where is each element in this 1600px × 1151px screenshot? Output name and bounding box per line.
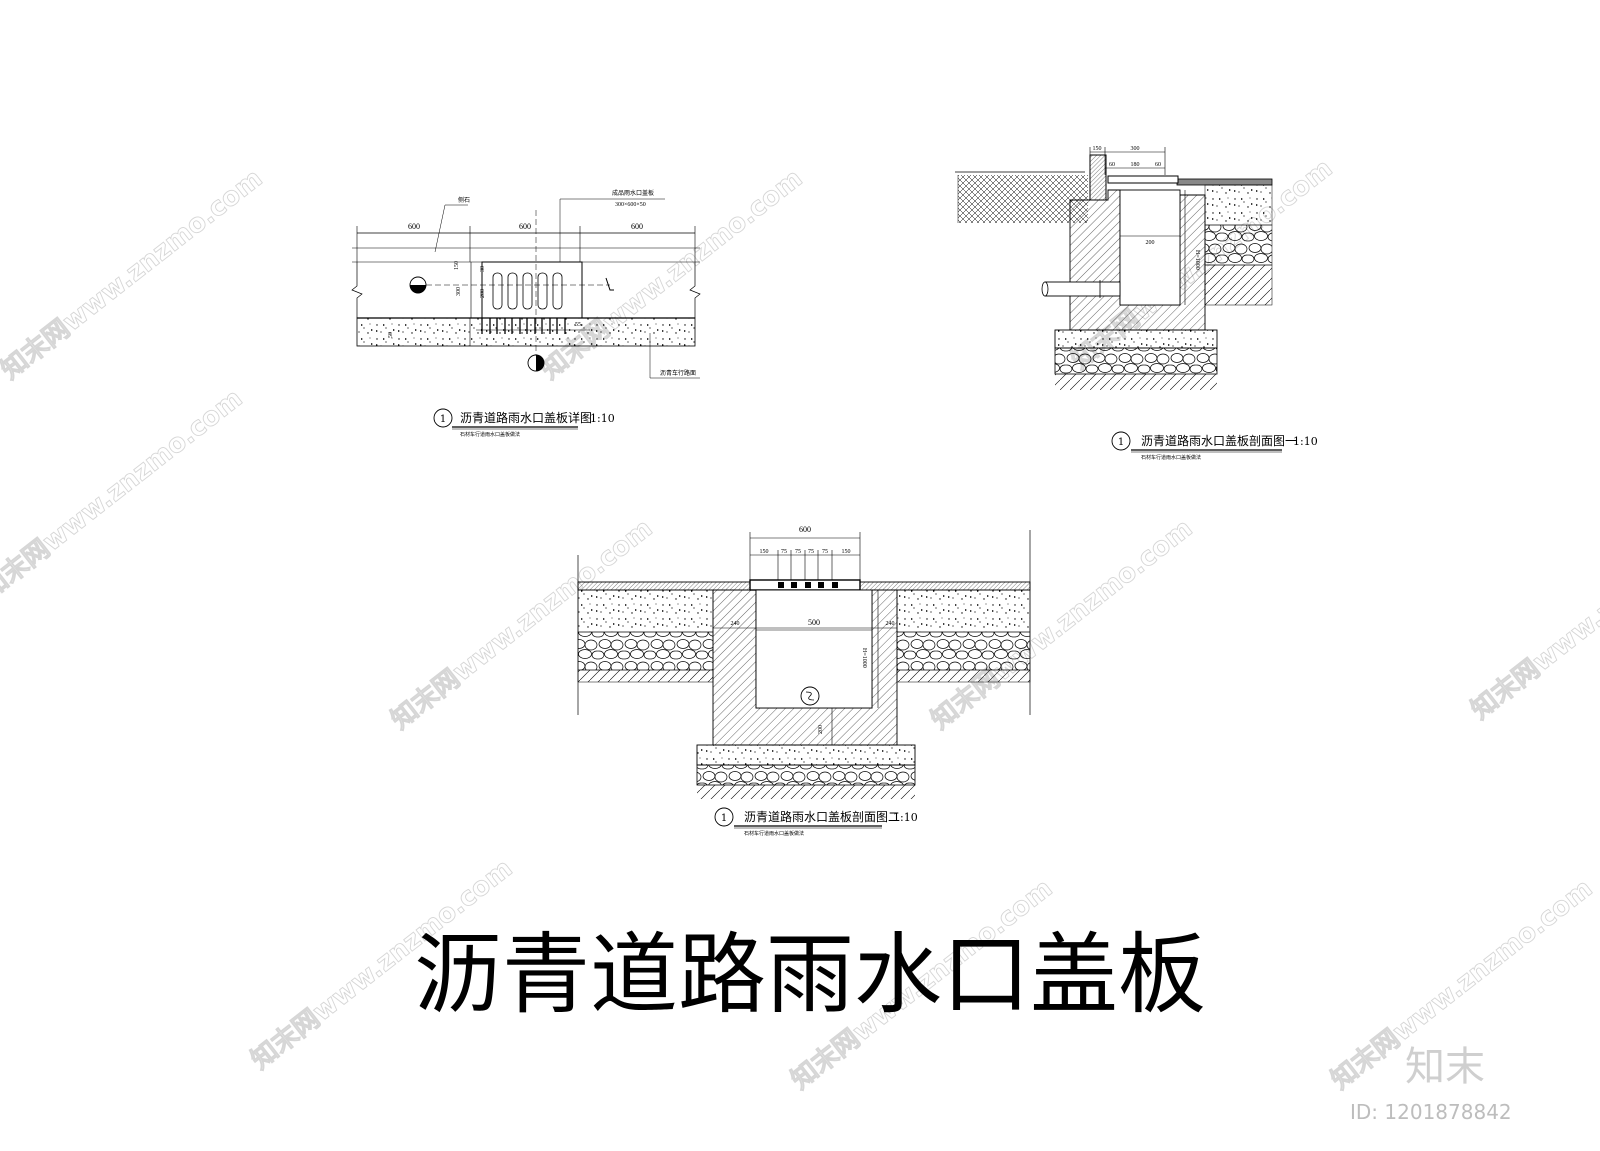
dim-label: 75	[781, 549, 787, 555]
dim-label: 200	[480, 289, 486, 298]
dim-label: 150	[454, 261, 460, 270]
image-id-label: ID: 1201878842	[1350, 1100, 1512, 1124]
drawing-scale: 1:10	[1293, 435, 1318, 448]
drawing-title: 沥青道路雨水口盖板剖面图一	[1141, 433, 1297, 448]
dim-label: 55	[575, 322, 581, 328]
brand-logo: 知末	[1405, 1044, 1485, 1090]
dim-label: 150	[760, 549, 769, 555]
watermark: 知末网www.znzmo.com	[0, 383, 248, 605]
drawing-scale: 1:10	[893, 811, 918, 824]
drawing-index: 1	[1118, 437, 1124, 448]
dim-label: 30	[480, 266, 486, 272]
watermark: 知末网www.znzmo.com	[0, 163, 268, 385]
drawing-index-icon	[433, 408, 453, 428]
drawing-index: 1	[440, 414, 446, 425]
callout-label: 300×600×50	[615, 202, 646, 208]
watermark: 知末网www.znzmo.com	[1466, 503, 1600, 725]
drawing-subtitle: 石材车行道雨水口盖板做法	[460, 431, 520, 438]
dim-label: 60	[1109, 162, 1115, 168]
drawing-title: 沥青道路雨水口盖板详图	[460, 410, 592, 425]
dim-label: 150	[842, 549, 851, 555]
dim-label: 600	[519, 222, 531, 231]
callout-label: 侧石	[458, 196, 470, 204]
drawing-index-icon	[714, 807, 734, 827]
dim-label: 300	[456, 287, 462, 296]
dim-label: 75	[822, 549, 828, 555]
dim-label: 50	[388, 332, 394, 338]
dim-label: H=1000	[861, 648, 867, 668]
dim-label: H=1000	[1194, 250, 1200, 270]
dim-label: 200	[818, 725, 824, 734]
drawing-title: 沥青道路雨水口盖板剖面图二	[744, 809, 900, 824]
section-one-drawing: 150 300 60 180 60 200 H=1000	[955, 146, 1318, 461]
dim-label: 600	[631, 222, 643, 231]
dim-label: 75	[808, 549, 814, 555]
dim-label: 180	[1131, 162, 1140, 168]
callout-label: 成品雨水口盖板	[612, 189, 654, 197]
dim-label: 75	[795, 549, 801, 555]
page-title: 沥青道路雨水口盖板	[414, 923, 1206, 1026]
drawing-subtitle: 石材车行道雨水口盖板做法	[744, 830, 804, 837]
drawing-subtitle: 石材车行道雨水口盖板做法	[1141, 454, 1201, 461]
dim-label: 500	[808, 618, 820, 627]
dim-label: 600	[799, 525, 811, 534]
dim-label: 60	[1155, 162, 1161, 168]
dim-label: 150	[1093, 146, 1102, 152]
callout-label: 沥青车行路面	[660, 369, 696, 377]
watermark: 知末网www.znzmo.com	[536, 163, 808, 385]
dim-label: 200	[1146, 240, 1155, 246]
plan-detail-drawing: 600 600 600 55 150 300 3	[351, 189, 701, 438]
dim-label: 240	[886, 621, 895, 627]
drawing-index-icon	[1111, 431, 1131, 451]
dim-label: 240	[731, 621, 740, 627]
drawing-index: 1	[721, 813, 727, 824]
section-two-drawing: 600 150 75 75 75 75 150	[577, 525, 1031, 837]
drawing-scale: 1:10	[590, 412, 615, 425]
dim-label: 600	[408, 222, 420, 231]
dim-label: 300	[1131, 146, 1140, 152]
